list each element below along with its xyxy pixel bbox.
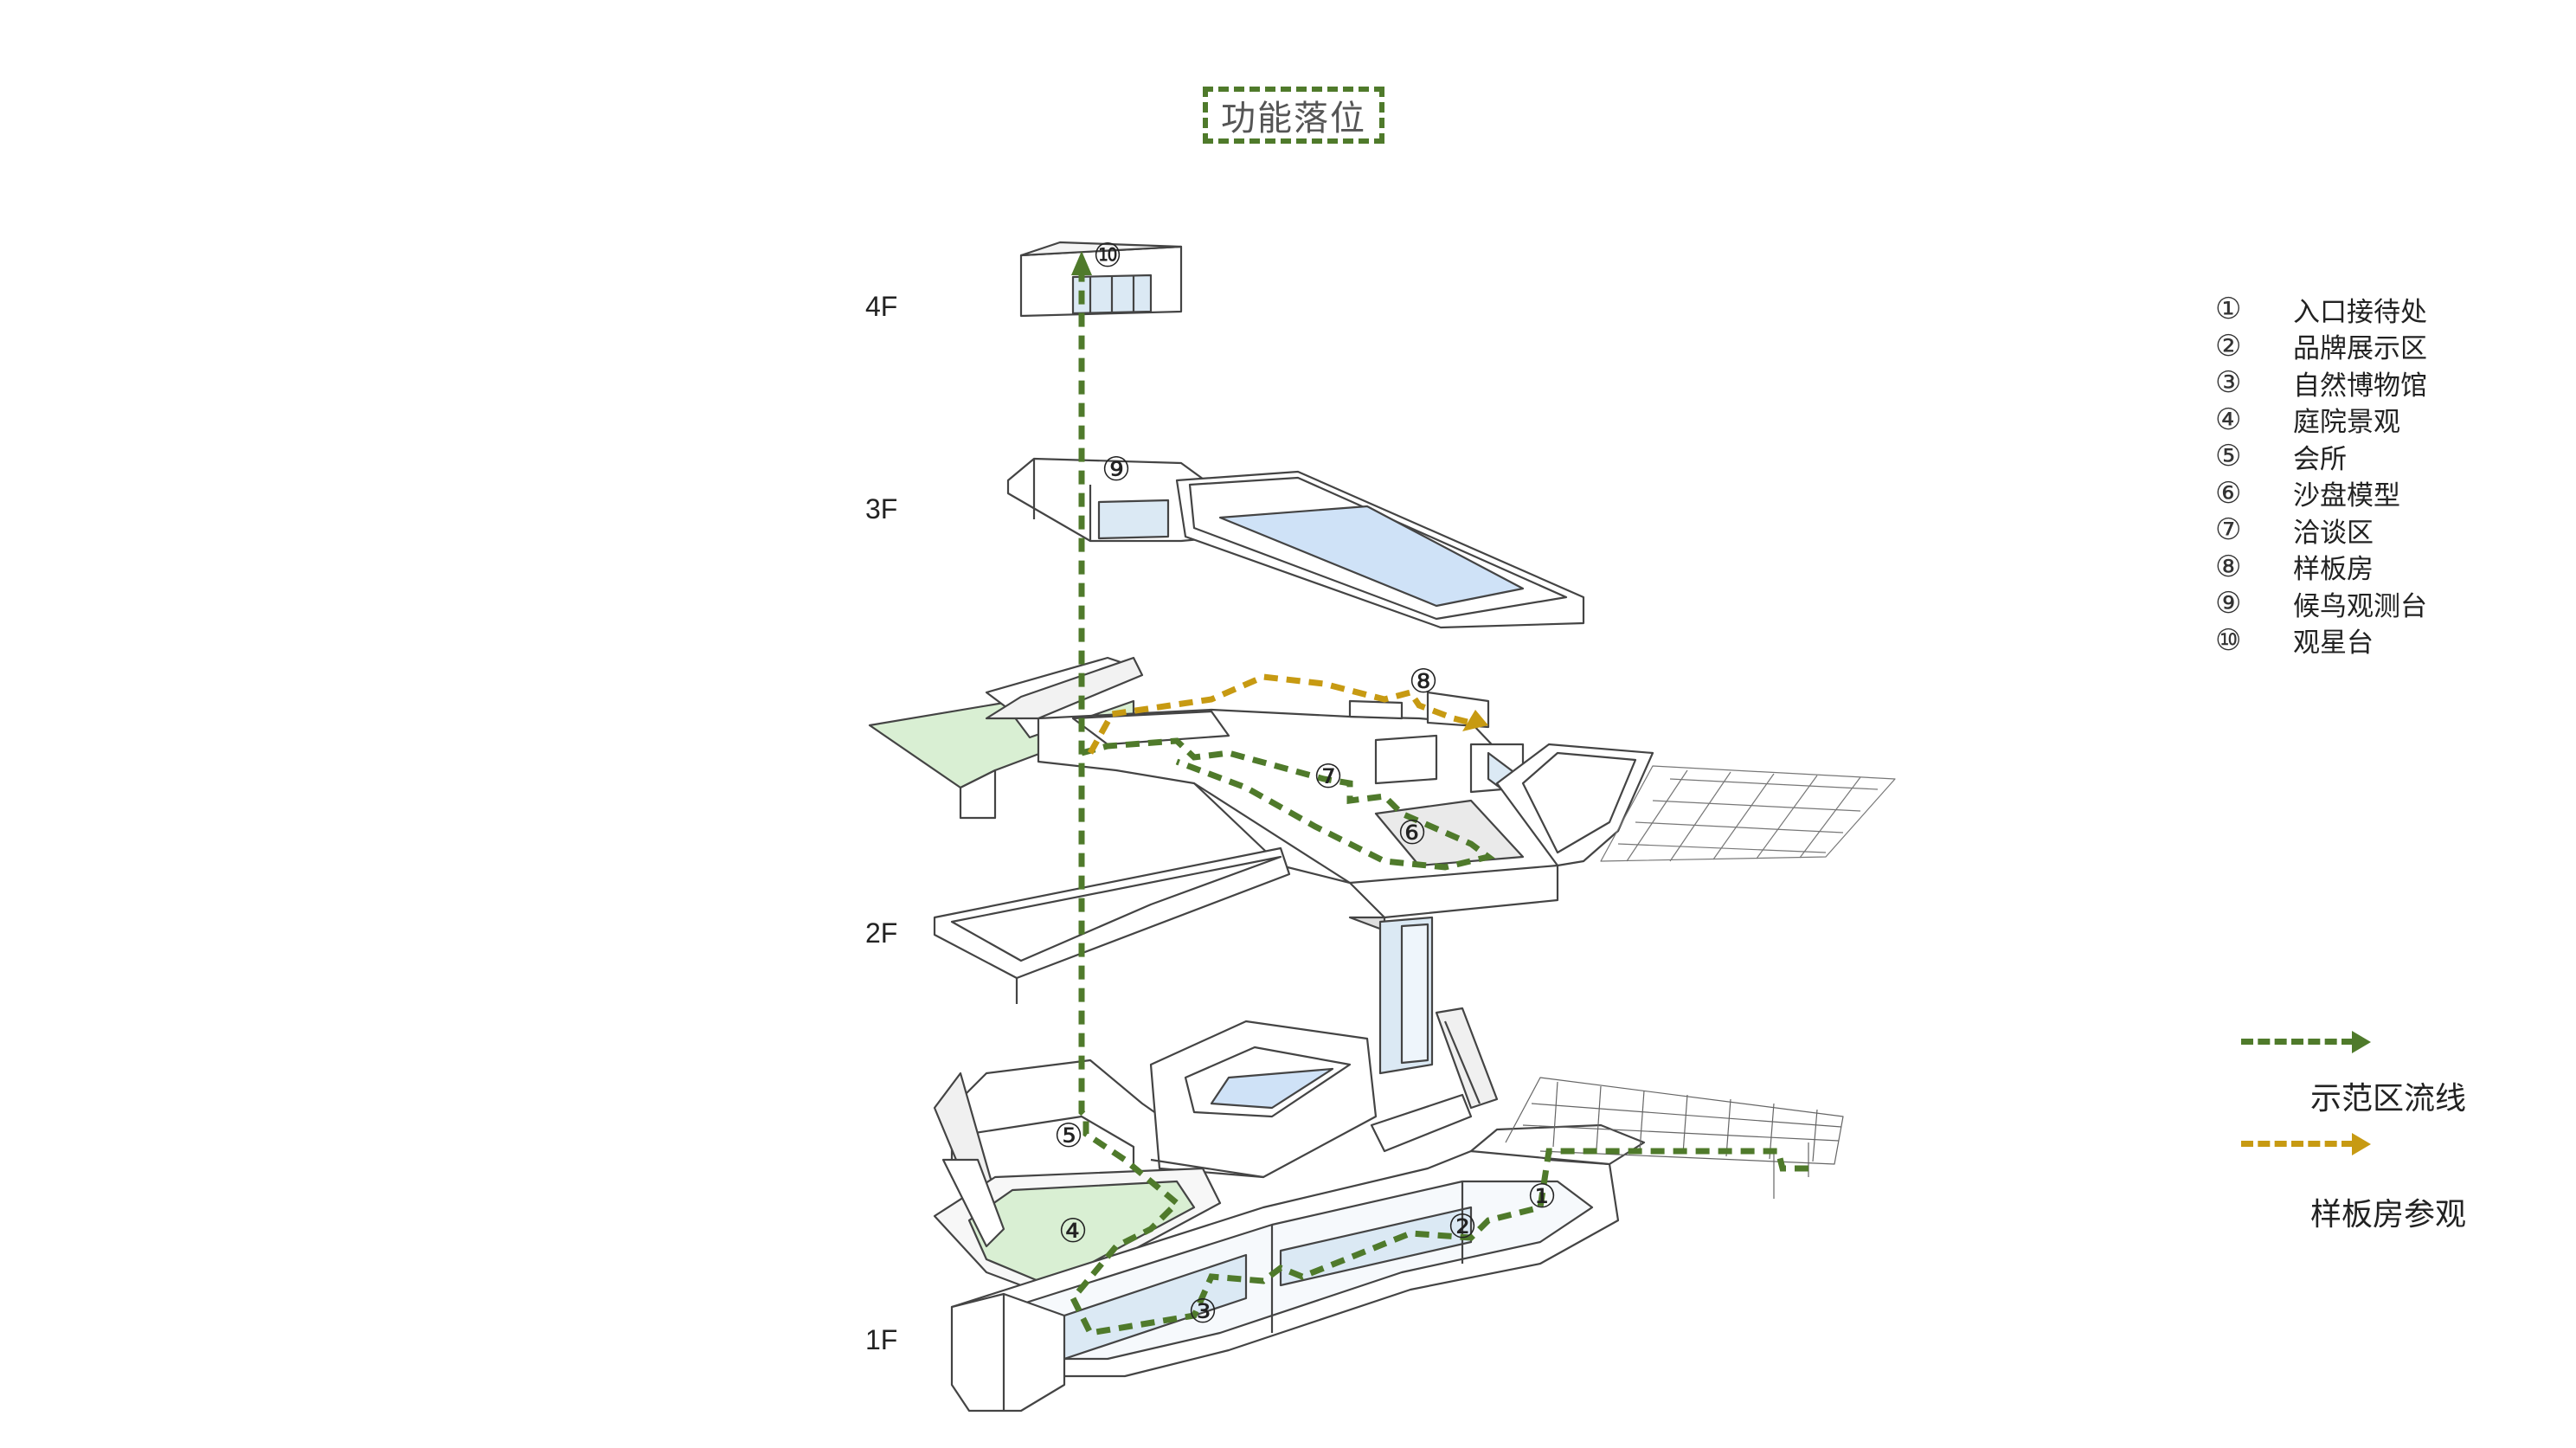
floor-label-1f: 1F — [865, 1324, 898, 1355]
marker-8: ⑧ — [1409, 662, 1438, 700]
legend-num: ④ — [2215, 402, 2242, 437]
model-flow-legend-line — [2241, 1141, 2354, 1147]
legend-label: 样板房 — [2293, 554, 2374, 586]
model-flow-legend-label: 样板房参观 — [2310, 1197, 2467, 1232]
floor-2f-trellis — [1600, 765, 1896, 862]
demo-zone-flow-path — [1069, 264, 1808, 1336]
model-flow-arrowhead — [1462, 710, 1488, 731]
diagram-title: 功能落位 — [1203, 87, 1384, 144]
legend-item: ⑨ 候鸟观测台 — [2215, 585, 2427, 622]
legend-num: ⑩ — [2215, 622, 2242, 658]
legend-num: ⑨ — [2215, 586, 2242, 621]
demo-flow-legend-line — [2241, 1039, 2354, 1045]
function-legend: ① 入口接待处 ② 品牌展示区 ③ 自然博物馆 ④ 庭院景观 ⑤ 会所 ⑥ 沙盘模型 ⑦ 洽谈… — [2215, 291, 2427, 659]
legend-label: 洽谈区 — [2293, 517, 2374, 549]
floor-label-2f: 2F — [865, 917, 898, 949]
marker-6: ⑥ — [1397, 814, 1427, 852]
floor-2f-platform — [868, 656, 1654, 1075]
marker-10: ⑩ — [1093, 236, 1122, 274]
legend-item: ② 品牌展示区 — [2215, 328, 2427, 365]
floor-1f-trellis — [1505, 1077, 1844, 1199]
legend-item: ⑥ 沙盘模型 — [2215, 475, 2427, 512]
floor-label-3f: 3F — [865, 493, 898, 524]
model-room-flow-path — [1087, 673, 1472, 755]
floor-4f-observatory — [1019, 241, 1183, 318]
legend-label: 观星台 — [2293, 627, 2374, 660]
legend-item: ① 入口接待处 — [2215, 291, 2427, 328]
legend-num: ⑧ — [2215, 549, 2242, 584]
legend-item: ③ 自然博物馆 — [2215, 364, 2427, 402]
floor-3f-platform — [1006, 457, 1585, 629]
marker-3: ③ — [1188, 1292, 1217, 1330]
legend-label: 候鸟观测台 — [2293, 590, 2427, 622]
marker-9: ⑨ — [1102, 450, 1131, 488]
legend-num: ⑦ — [2215, 512, 2242, 548]
legend-item: ④ 庭院景观 — [2215, 402, 2427, 439]
legend-label: 庭院景观 — [2293, 407, 2400, 439]
marker-4: ④ — [1058, 1212, 1088, 1250]
legend-item: ⑩ 观星台 — [2215, 622, 2427, 660]
legend-num: ① — [2215, 292, 2242, 327]
demo-zone-flow-path-2f — [1081, 737, 1496, 871]
legend-num: ③ — [2215, 365, 2242, 401]
marker-5: ⑤ — [1054, 1117, 1083, 1155]
marker-2: ② — [1448, 1207, 1477, 1245]
marker-7: ⑦ — [1314, 757, 1343, 795]
marker-1: ① — [1527, 1177, 1557, 1215]
legend-num: ② — [2215, 328, 2242, 364]
legend-label: 入口接待处 — [2293, 296, 2427, 328]
demo-flow-arrowhead-4f — [1071, 251, 1092, 275]
legend-label: 会所 — [2293, 443, 2347, 475]
legend-label: 品牌展示区 — [2293, 333, 2427, 365]
legend-label: 自然博物馆 — [2293, 370, 2427, 402]
legend-num: ⑥ — [2215, 475, 2242, 511]
legend-item: ⑤ 会所 — [2215, 438, 2427, 475]
model-flow-legend-arrow-icon — [2352, 1133, 2371, 1155]
demo-flow-legend-label: 示范区流线 — [2310, 1081, 2467, 1117]
legend-item: ⑦ 洽谈区 — [2215, 512, 2427, 549]
floor-label-4f: 4F — [865, 291, 898, 322]
legend-item: ⑧ 样板房 — [2215, 549, 2427, 586]
demo-flow-legend-arrow-icon — [2352, 1031, 2371, 1053]
legend-label: 沙盘模型 — [2293, 480, 2400, 512]
legend-num: ⑤ — [2215, 439, 2242, 474]
